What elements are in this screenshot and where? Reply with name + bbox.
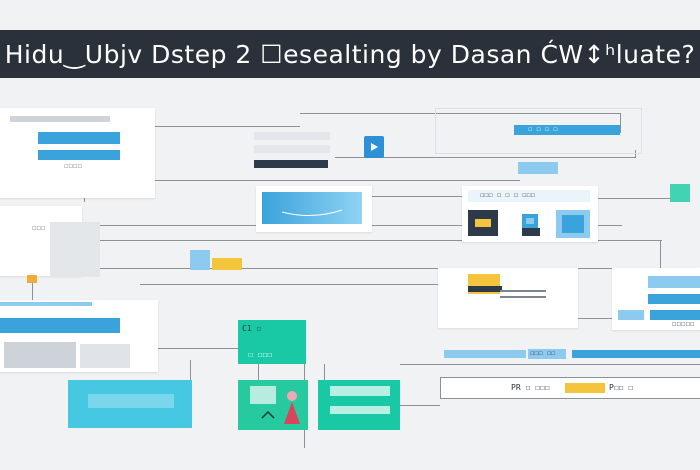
row-highlight (565, 383, 605, 393)
card-center-top (254, 130, 336, 170)
card-bottom-right-row: PR ☐ ☐☐☐ P☐☐ ☐ (440, 377, 700, 399)
card-chip (618, 310, 644, 320)
card-far-right: ☐☐☐☐☐ (612, 268, 700, 330)
card-teal-illustration (238, 380, 308, 430)
play-icon[interactable] (364, 136, 384, 158)
card-line (254, 132, 330, 140)
card-inner-bar (330, 386, 390, 396)
card-top-right-outline (435, 108, 642, 154)
card-caption: ☐☐☐☐ (64, 164, 82, 170)
card-image-block (80, 344, 130, 368)
card-line (254, 145, 330, 153)
card-caption: ☐☐☐☐☐ (672, 322, 695, 328)
card-bar (648, 276, 700, 288)
bottom-right-bar-left (444, 350, 526, 358)
card-image-block (4, 342, 76, 368)
card-top-strip (0, 302, 92, 306)
row-label-right: P☐☐ ☐ (609, 383, 634, 392)
chart-icon (27, 275, 37, 283)
card-teal: C1 ☐ ☐ ☐☐☐ (238, 320, 306, 364)
document-icon (190, 250, 210, 270)
teal-card-line2: ☐ ☐☐☐ (248, 350, 273, 359)
card-bar (38, 150, 120, 160)
folder-icon (212, 258, 242, 270)
top-right-tag: ☐ ☐ ☐ ☐ (514, 125, 620, 135)
card-line-dark (254, 160, 328, 168)
card-line (500, 290, 546, 292)
title-bar: Hidu‿Ubjv Dstep 2 ☐esealting by Dasan ĆW… (0, 30, 700, 78)
person-icon (246, 384, 302, 426)
person-icon (518, 210, 546, 238)
card-header: ☐☐☐ ☐ ☐ ☐ ☐☐☐ (480, 191, 535, 199)
bottom-right-tag: ☐☐☐ ☐☐ (528, 349, 566, 359)
card-center-panel (256, 186, 372, 232)
card-teal-right (318, 380, 400, 430)
bottom-right-bar-right (572, 350, 700, 358)
row-label-left: PR ☐ ☐☐☐ (511, 383, 550, 392)
monitor-icon (468, 210, 498, 236)
page-title: Hidu‿Ubjv Dstep 2 ☐esealting by Dasan ĆW… (4, 39, 696, 69)
card-line-dark (468, 286, 502, 292)
tag-label: ☐☐☐ ☐☐ (530, 349, 556, 357)
tag-label: ☐ ☐ ☐ ☐ (528, 125, 558, 133)
document-icon (556, 210, 590, 238)
card-bar (650, 310, 700, 320)
card-cyan (68, 380, 192, 428)
card-inner-bar (88, 394, 174, 408)
card-right-large (438, 268, 578, 328)
card-gradient-panel (262, 192, 362, 224)
card-line (500, 296, 546, 298)
teal-card-line1: C1 ☐ (242, 324, 262, 333)
card-middle-right: ☐☐☐ ☐ ☐ ☐ ☐☐☐ (462, 186, 598, 242)
card-header-bar: ☐☐☐ ☐ ☐ ☐ ☐☐☐ (468, 190, 590, 202)
blue-chip (518, 162, 558, 174)
card-inner-bar (330, 406, 390, 414)
card-shadow-box (50, 222, 100, 277)
card-bar (648, 294, 700, 304)
card-caption: ☐☐☐ (32, 226, 46, 232)
card-top-left: ☐☐☐☐ (0, 108, 155, 198)
card-left-bottom (0, 300, 158, 372)
card-header-bar (10, 116, 110, 122)
card-bar (0, 318, 120, 333)
card-bar (38, 132, 120, 144)
teal-chip (670, 184, 690, 202)
